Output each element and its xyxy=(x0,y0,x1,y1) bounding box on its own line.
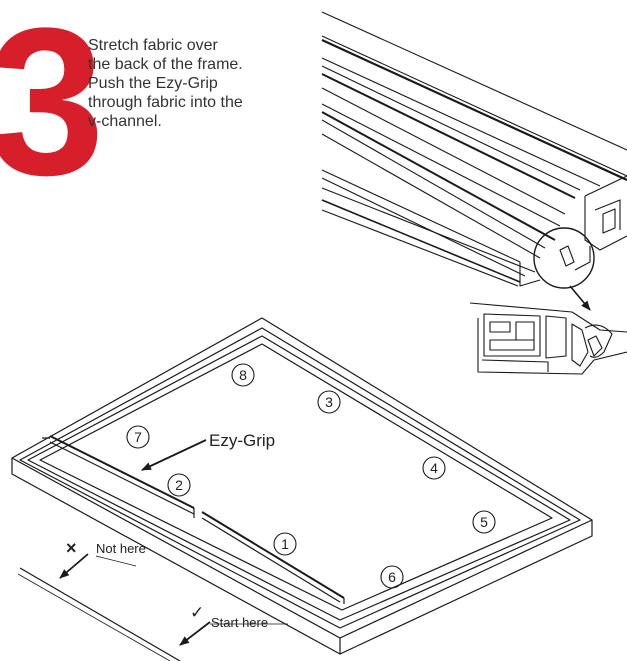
sequence-marker-3: 3 xyxy=(325,394,333,410)
sequence-marker-7: 7 xyxy=(134,429,142,445)
profile-cross-section-detail xyxy=(469,302,627,375)
not-here-arrow-icon xyxy=(59,553,89,579)
not-here-leader xyxy=(95,555,137,567)
cross-icon: × xyxy=(66,538,77,558)
instruction-line-1: Stretch fabric over xyxy=(88,37,218,54)
sequence-marker-8: 8 xyxy=(239,367,247,383)
start-here-arrow-icon xyxy=(179,621,211,646)
sequence-marker-circle xyxy=(472,510,496,534)
sequence-marker-5: 5 xyxy=(480,514,488,530)
sequence-marker-6: 6 xyxy=(388,569,396,585)
check-icon: ✓ xyxy=(190,603,204,622)
stretcher-frame xyxy=(11,317,593,655)
instruction-line-2: the back of the frame. xyxy=(88,56,243,73)
magnifier-circle-icon xyxy=(533,227,595,289)
sequence-marker-circle xyxy=(167,473,191,497)
not-here-label: Not here xyxy=(96,541,146,556)
sequence-marker-circle xyxy=(273,532,297,556)
ezy-grip-pointer-icon xyxy=(141,439,207,471)
instruction-line-4: through fabric into the xyxy=(88,94,243,111)
sequence-marker-circle xyxy=(380,565,404,589)
start-here-label: Start here xyxy=(211,615,268,630)
ezy-grip-label: Ezy-Grip xyxy=(209,431,275,450)
frame-profile-extrusion xyxy=(321,11,627,287)
sequence-marker-circle xyxy=(317,390,341,414)
instruction-line-3: Push the Ezy-Grip xyxy=(88,75,218,92)
sequence-markers xyxy=(126,363,496,589)
step-number: 3 xyxy=(0,0,105,219)
table-edge xyxy=(17,573,171,661)
sequence-marker-circle xyxy=(422,456,446,480)
sequence-marker-2: 2 xyxy=(175,477,183,493)
sequence-marker-circle xyxy=(231,363,255,387)
detail-arrow-icon xyxy=(569,285,591,311)
table-edge xyxy=(19,567,181,661)
instruction-text: Stretch fabric over the back of the fram… xyxy=(88,36,298,131)
sequence-marker-4: 4 xyxy=(430,460,438,476)
sequence-marker-circle xyxy=(126,425,150,449)
instruction-line-5: v-channel. xyxy=(88,113,162,130)
sequence-marker-1: 1 xyxy=(281,536,289,552)
